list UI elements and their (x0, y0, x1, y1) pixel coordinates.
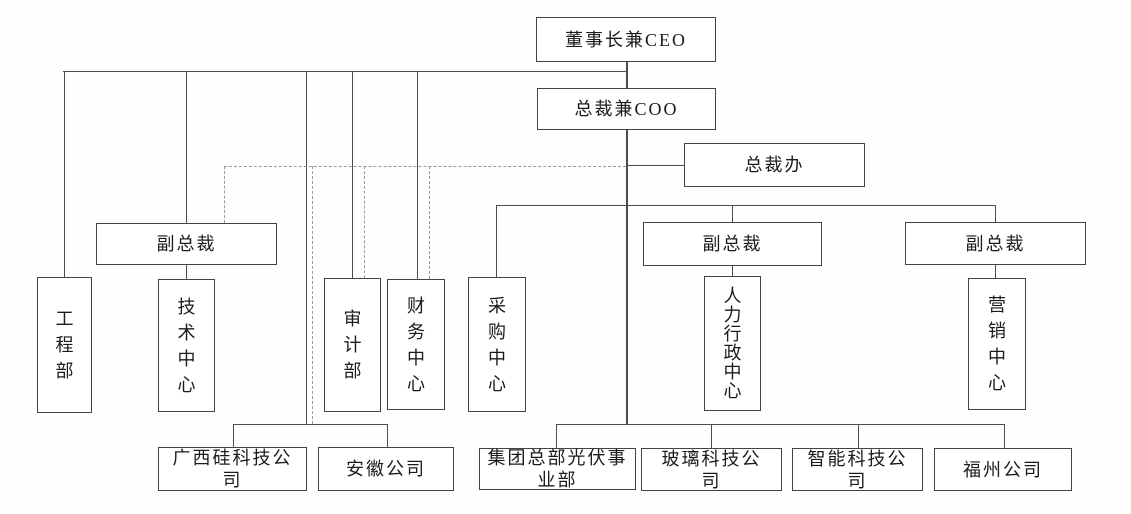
org-node-anhui-company: 安徽公司 (318, 447, 454, 491)
org-node-label-audit-dept: 审 计 部 (343, 309, 362, 381)
org-node-smart-tech-company: 智能科技公 司 (792, 448, 923, 491)
connector-solid-v-23 (387, 424, 388, 447)
connector-dashed-v-12 (312, 166, 313, 424)
connector-solid-h-2 (63, 71, 627, 72)
connector-solid-v-8 (417, 71, 418, 279)
connector-solid-h-21 (233, 424, 387, 425)
connector-solid-v-5 (186, 265, 187, 279)
org-node-label-vp-right: 副总裁 (965, 233, 1026, 254)
connector-dashed-v-11 (224, 166, 225, 223)
org-node-vp-left: 副总裁 (96, 223, 277, 265)
connector-solid-v-20 (995, 265, 996, 278)
org-node-label-hr-admin-center: 人 力 行 政 中 心 (723, 285, 742, 401)
connector-solid-v-26 (711, 424, 712, 448)
connector-solid-h-15 (496, 205, 995, 206)
connector-solid-h-24 (556, 424, 1004, 425)
org-node-label-president-coo: 总裁兼COO (574, 99, 679, 119)
org-node-vp-middle: 副总裁 (643, 222, 822, 266)
org-node-president-coo: 总裁兼COO (537, 88, 716, 130)
connector-solid-h-9 (627, 165, 684, 166)
connector-dashed-v-13 (364, 166, 365, 278)
org-node-label-procurement-center: 采 购 中 心 (488, 295, 506, 394)
org-node-label-finance-center: 财 务 中 心 (407, 295, 425, 394)
connector-solid-v-4 (186, 71, 187, 223)
org-node-hr-admin-center: 人 力 行 政 中 心 (704, 276, 761, 411)
org-node-label-engineering-dept: 工 程 部 (55, 309, 74, 381)
org-node-glass-tech-company: 玻璃科技公 司 (641, 448, 782, 491)
connector-solid-v-16 (496, 205, 497, 277)
org-node-fuzhou-company: 福州公司 (934, 448, 1072, 491)
org-node-label-group-hq-pv-dept: 集团总部光伏事 业部 (487, 448, 628, 490)
connector-solid-v-1 (626, 130, 628, 424)
connector-solid-v-28 (1004, 424, 1005, 448)
org-node-label-smart-tech-company: 智能科技公 司 (807, 448, 908, 491)
org-node-label-president-office: 总裁办 (744, 155, 805, 175)
connector-solid-v-19 (995, 205, 996, 222)
org-node-guangxi-silicon: 广西硅科技公 司 (158, 447, 307, 491)
org-node-label-glass-tech-company: 玻璃科技公 司 (661, 448, 762, 491)
org-node-chairman-ceo: 董事长兼CEO (536, 17, 716, 62)
org-node-label-marketing-center: 营 销 中 心 (988, 295, 1006, 393)
org-node-label-fuzhou-company: 福州公司 (963, 459, 1043, 480)
org-node-procurement-center: 采 购 中 心 (468, 277, 526, 412)
org-node-vp-right: 副总裁 (905, 222, 1086, 265)
org-node-label-guangxi-silicon: 广西硅科技公 司 (172, 448, 293, 490)
connector-dashed-v-14 (429, 166, 430, 279)
org-node-label-vp-left: 副总裁 (156, 234, 217, 254)
org-node-group-hq-pv-dept: 集团总部光伏事 业部 (479, 448, 636, 490)
connector-solid-v-18 (732, 266, 733, 276)
org-node-label-anhui-company: 安徽公司 (346, 459, 426, 479)
connector-solid-v-17 (732, 205, 733, 222)
connector-solid-v-22 (233, 424, 234, 447)
org-node-finance-center: 财 务 中 心 (387, 279, 445, 410)
connector-solid-v-25 (556, 424, 557, 448)
org-node-label-chairman-ceo: 董事长兼CEO (565, 29, 687, 50)
connector-solid-v-7 (352, 71, 353, 278)
org-node-president-office: 总裁办 (684, 143, 865, 187)
org-node-label-vp-middle: 副总裁 (702, 234, 763, 254)
org-node-audit-dept: 审 计 部 (324, 278, 381, 412)
org-node-label-technology-center: 技 术 中 心 (177, 296, 196, 395)
org-node-engineering-dept: 工 程 部 (37, 277, 92, 413)
connector-solid-v-27 (858, 424, 859, 448)
connector-solid-v-6 (306, 71, 307, 424)
org-node-marketing-center: 营 销 中 心 (968, 278, 1026, 410)
connector-solid-v-0 (626, 62, 628, 88)
org-node-technology-center: 技 术 中 心 (158, 279, 215, 412)
connector-dashed-h-10 (224, 166, 626, 167)
connector-solid-v-3 (64, 71, 65, 277)
